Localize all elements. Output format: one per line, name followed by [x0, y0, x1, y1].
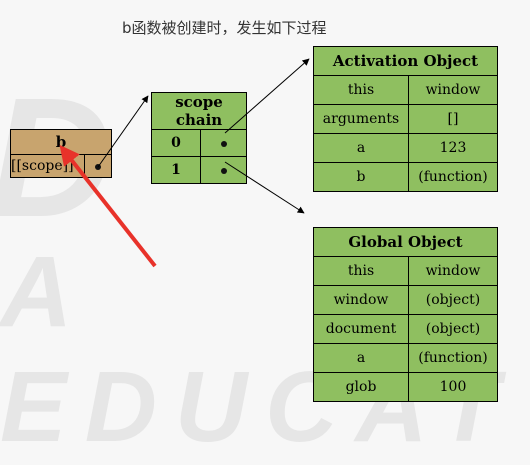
scope-pointer-cell — [84, 154, 112, 178]
scope-chain-index: 1 — [151, 156, 201, 184]
global-key: this — [313, 256, 409, 286]
activation-value: [] — [408, 104, 498, 134]
activation-value: 123 — [408, 133, 498, 163]
scope-chain-pointer — [200, 129, 247, 157]
arrow-b-to-scope-chain — [97, 95, 149, 168]
red-highlight-arrow — [59, 144, 157, 268]
scope-chain-header: scope chain — [151, 92, 247, 130]
scope-property-cell: [[scope]] — [10, 154, 85, 178]
scope-chain-table: scope chain 0 1 — [151, 92, 247, 184]
page-title: b函数被创建时，发生如下过程 — [122, 19, 327, 37]
activation-key: b — [313, 162, 409, 192]
global-value: (object) — [408, 314, 498, 344]
activation-value: (function) — [408, 162, 498, 192]
connector-arrows — [59, 58, 310, 268]
activation-key: a — [313, 133, 409, 163]
activation-value: window — [408, 75, 498, 105]
pointer-dot — [220, 141, 227, 147]
global-value: 100 — [408, 372, 498, 402]
pointer-dot — [220, 168, 227, 174]
arrow-scope1-to-global — [224, 161, 305, 214]
global-value: window — [408, 256, 498, 286]
global-key: glob — [313, 372, 409, 402]
activation-key: this — [313, 75, 409, 105]
global-value: (function) — [408, 343, 498, 373]
scope-chain-pointer — [200, 156, 247, 184]
arrow-scope0-to-activation — [224, 58, 310, 134]
global-key: window — [313, 285, 409, 315]
activation-object-header: Activation Object — [313, 46, 498, 76]
global-key: a — [313, 343, 409, 373]
